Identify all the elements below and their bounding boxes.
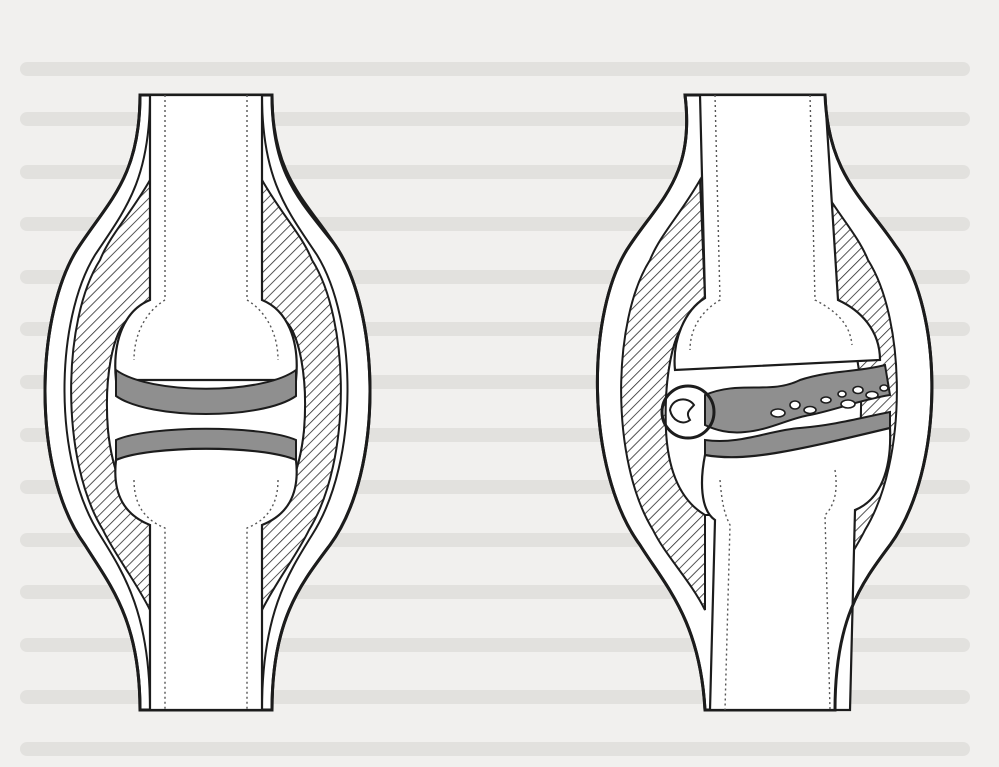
healthy-joint <box>45 95 370 710</box>
damaged-joint <box>597 95 931 710</box>
